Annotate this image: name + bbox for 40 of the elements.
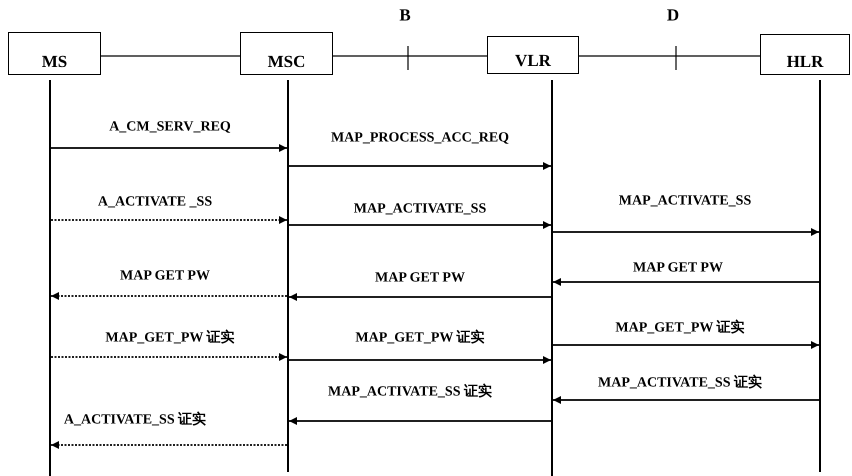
message-label: A_ACTIVATE _SS (96, 194, 214, 210)
message-arrow (51, 441, 287, 449)
entity-box (8, 32, 101, 75)
message-label: MAP_ACTIVATE_SS (352, 201, 488, 217)
message-arrow (289, 162, 551, 170)
message-arrow (553, 341, 819, 349)
message-label: MAP_ACTIVATE_SS 证实 (597, 375, 763, 391)
lifeline (551, 80, 553, 476)
message-arrow (553, 278, 819, 286)
message-arrow (51, 292, 287, 300)
entity-name: HLR (786, 53, 824, 73)
entity-box (487, 36, 579, 74)
message-label: MAP_ACTIVATE_SS (618, 193, 752, 209)
message-label: MAP_GET_PW 证实 (614, 320, 746, 336)
message-label: MAP_PROCESS_ACC_REQ (330, 130, 510, 146)
message-arrow (289, 221, 551, 229)
entity-box (760, 34, 850, 75)
message-arrow (289, 356, 551, 364)
message-label: MAP_GET_PW 证实 (354, 330, 486, 346)
lifeline (287, 80, 289, 472)
message-arrow (553, 228, 819, 236)
message-label: MAP_GET_PW 证实 (104, 330, 236, 346)
connection-line (101, 55, 240, 57)
message-label: A_ACTIVATE_SS 证实 (62, 412, 208, 428)
message-label: MAP_ACTIVATE_SS 证实 (327, 384, 493, 400)
connection-line (333, 55, 487, 57)
message-arrow (289, 293, 551, 301)
connection-line (579, 55, 760, 57)
message-arrow (553, 396, 819, 404)
lifeline (819, 80, 821, 472)
message-arrow (51, 216, 287, 224)
message-arrow (289, 417, 551, 425)
lifeline (49, 80, 51, 476)
message-arrow (51, 353, 287, 361)
entity-name: MS (42, 53, 68, 73)
entity-box (240, 32, 333, 75)
entity-name: VLR (515, 52, 551, 72)
entity-name: MSC (268, 53, 306, 73)
message-label: A_CM_SERV_REQ (108, 119, 232, 135)
message-arrow (51, 144, 287, 152)
